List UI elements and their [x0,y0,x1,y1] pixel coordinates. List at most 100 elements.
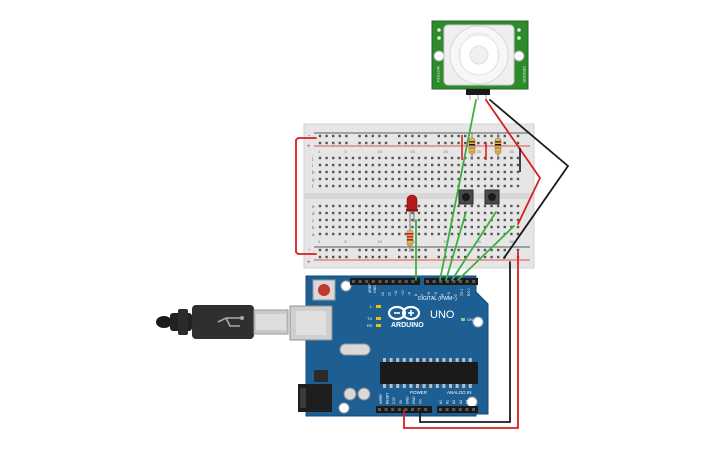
resistor[interactable] [494,132,502,160]
header-pin[interactable] [458,408,462,411]
breadboard-hole[interactable] [325,204,328,208]
breadboard-hole[interactable] [444,163,447,167]
breadboard-hole[interactable] [371,156,374,160]
breadboard-hole[interactable] [391,204,394,208]
rail-hole[interactable] [424,248,427,252]
breadboard-hole[interactable] [444,225,447,229]
breadboard-hole[interactable] [365,232,368,236]
breadboard-hole[interactable] [398,204,401,208]
rail-hole[interactable] [477,248,480,252]
breadboard-hole[interactable] [338,204,341,208]
wire-gnd[interactable] [419,261,511,423]
breadboard-hole[interactable] [338,225,341,229]
breadboard-hole[interactable] [437,225,440,229]
breadboard-hole[interactable] [424,170,427,174]
rail-hole[interactable] [318,134,322,138]
breadboard-hole[interactable] [345,163,348,167]
breadboard-hole[interactable] [464,170,467,174]
header-pin[interactable] [352,280,355,283]
breadboard-hole[interactable] [371,218,374,222]
rail-hole[interactable] [365,248,368,252]
rail-hole[interactable] [345,134,348,138]
breadboard-hole[interactable] [325,177,328,181]
breadboard-hole[interactable] [325,225,328,229]
breadboard-hole[interactable] [411,177,414,181]
breadboard-hole[interactable] [497,170,500,174]
breadboard-hole[interactable] [325,156,328,160]
breadboard-hole[interactable] [332,163,335,167]
rail-hole[interactable] [365,141,368,145]
breadboard-hole[interactable] [417,232,421,236]
rail-hole[interactable] [345,248,348,252]
breadboard-hole[interactable] [391,218,394,222]
breadboard-hole[interactable] [365,204,368,208]
breadboard-hole[interactable] [325,170,328,174]
breadboard-hole[interactable] [516,156,520,160]
rail-hole[interactable] [411,248,414,252]
breadboard-hole[interactable] [490,170,493,174]
rail-hole[interactable] [384,255,388,259]
header-pin[interactable] [465,408,469,411]
rail-hole[interactable] [378,255,381,259]
breadboard-hole[interactable] [417,177,421,181]
breadboard-hole[interactable] [351,156,355,160]
digital-header-right[interactable] [424,278,478,285]
breadboard-hole[interactable] [470,177,473,181]
breadboard-hole[interactable] [450,170,454,174]
rail-hole[interactable] [483,248,487,252]
push-button[interactable] [484,189,500,205]
rail-hole[interactable] [398,134,401,138]
breadboard-hole[interactable] [477,156,480,160]
rail-hole[interactable] [411,255,414,259]
rail-hole[interactable] [464,134,467,138]
breadboard-hole[interactable] [391,170,394,174]
breadboard-hole[interactable] [503,177,506,181]
breadboard-hole[interactable] [384,232,388,236]
breadboard-hole[interactable] [411,163,414,167]
breadboard-hole[interactable] [358,211,361,215]
breadboard-hole[interactable] [345,156,348,160]
breadboard-hole[interactable] [497,163,500,167]
breadboard-hole[interactable] [490,163,493,167]
rail-hole[interactable] [358,248,361,252]
breadboard-hole[interactable] [431,211,434,215]
breadboard-hole[interactable] [510,218,513,222]
breadboard-hole[interactable] [464,177,467,181]
breadboard-hole[interactable] [464,184,467,188]
header-pin[interactable] [439,408,442,411]
breadboard-hole[interactable] [431,225,434,229]
breadboard-hole[interactable] [345,218,348,222]
breadboard-hole[interactable] [424,163,427,167]
rail-hole[interactable] [516,248,520,252]
header-pin[interactable] [358,280,362,283]
breadboard-hole[interactable] [384,170,388,174]
breadboard-hole[interactable] [332,232,335,236]
breadboard-hole[interactable] [503,184,506,188]
breadboard-hole[interactable] [510,225,513,229]
breadboard-hole[interactable] [503,218,506,222]
breadboard-hole[interactable] [332,177,335,181]
breadboard-hole[interactable] [318,184,322,188]
breadboard-hole[interactable] [417,156,421,160]
breadboard-hole[interactable] [510,204,513,208]
rail-hole[interactable] [437,134,440,138]
breadboard-hole[interactable] [318,163,322,167]
breadboard-hole[interactable] [358,156,361,160]
breadboard-hole[interactable] [444,184,447,188]
breadboard-hole[interactable] [431,156,434,160]
breadboard-hole[interactable] [338,218,341,222]
breadboard-hole[interactable] [516,204,520,208]
breadboard-hole[interactable] [398,232,401,236]
breadboard-hole[interactable] [464,163,467,167]
rail-hole[interactable] [437,141,440,145]
rail-hole[interactable] [318,141,322,145]
breadboard-hole[interactable] [510,177,513,181]
breadboard-hole[interactable] [398,218,401,222]
breadboard-hole[interactable] [483,218,487,222]
header-pin[interactable] [391,408,395,411]
breadboard-hole[interactable] [497,218,500,222]
breadboard-hole[interactable] [351,225,355,229]
breadboard-hole[interactable] [365,177,368,181]
breadboard-hole[interactable] [365,184,368,188]
breadboard-hole[interactable] [384,163,388,167]
